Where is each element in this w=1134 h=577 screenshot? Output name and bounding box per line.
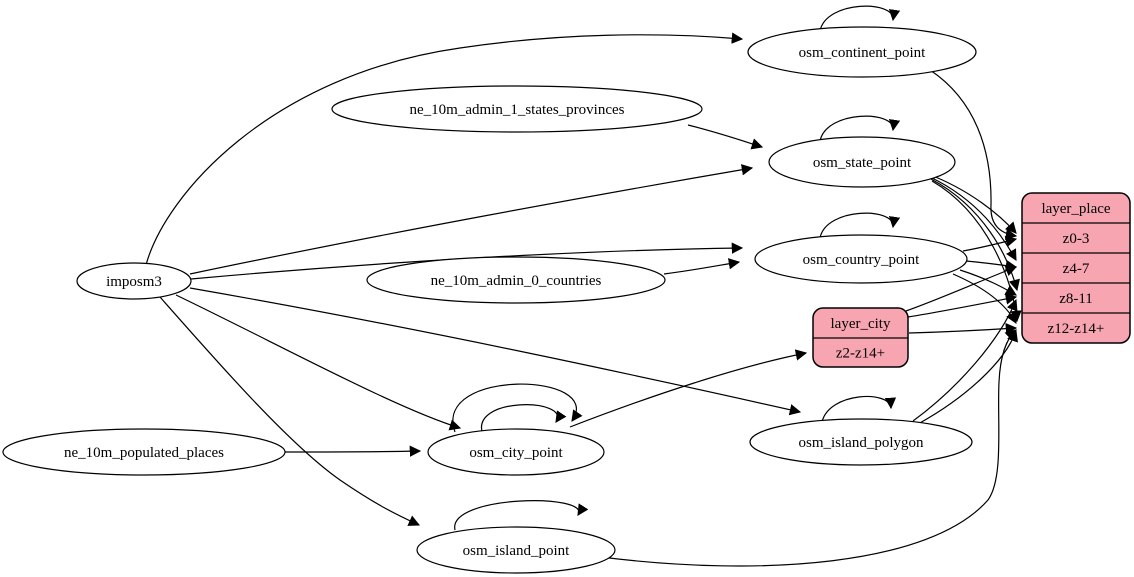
edge-imposm3-osm_island_point (159, 296, 421, 526)
nodes-layer: imposm3 ne_10m_admin_1_states_provincesne… (2, 26, 1131, 574)
node-ne_10m_admin_1_states_provinces: ne_10m_admin_1_states_provinces (331, 85, 703, 133)
edge-ne_10m_populated_places-osm_city_point (284, 445, 422, 457)
layer_place-row-z0-3: z0-3 (1063, 231, 1090, 247)
edge-ne_10m_admin_0_countries-osm_country_point (663, 258, 741, 275)
edge-layer_city-layer_place-z4-7 (905, 265, 1018, 312)
edge-osm_state_point-layer_place-z0-3 (927, 173, 1017, 234)
ne_10m_admin_1_states_provinces-label: ne_10m_admin_1_states_provinces (410, 102, 625, 118)
node-osm_island_polygon: osm_island_polygon (749, 418, 973, 466)
osm_island_polygon-ellipse (749, 418, 973, 466)
edge-imposm3-osm_city_point (175, 294, 462, 431)
layer_city-title: layer_city (831, 316, 891, 332)
osm_island_point-ellipse (416, 526, 616, 574)
layer_place-row-z8-11: z8-11 (1059, 291, 1093, 307)
edge-layer_city-layer_place-z8-11 (907, 293, 1018, 318)
node-osm_island_point: osm_island_point (416, 526, 616, 574)
osm_city_point-label: osm_city_point (469, 445, 563, 461)
osm_city_point-ellipse (427, 428, 605, 476)
edge-osm_island_polygon-layer_place-z12-z14+ (917, 329, 1018, 425)
osm_country_point-label: osm_country_point (803, 252, 920, 268)
osm_state_point-label: osm_state_point (813, 155, 912, 171)
layer_place-box (1021, 192, 1131, 344)
ne_10m_populated_places-label: ne_10m_populated_places (64, 445, 224, 461)
osm_country_point-ellipse (754, 234, 968, 284)
node-imposm3: imposm3 (76, 262, 192, 300)
edge-osm_island_polygon-osm_island_polygon-self (821, 396, 897, 423)
node-layer_place: layer_place z0-3 z4-7 z8-11 z12-z14+ (1021, 192, 1131, 344)
ne_10m_admin_1_states_provinces-ellipse (331, 85, 703, 133)
edge-osm_city_point-osm_city_point-loop2 (480, 404, 567, 436)
node-ne_10m_populated_places: ne_10m_populated_places (2, 428, 286, 476)
edge-osm_city_point-osm_city_point-loop1 (452, 383, 583, 433)
edge-osm_state_point-osm_state_point-self (819, 115, 901, 142)
osm_continent_point-label: osm_continent_point (799, 45, 926, 61)
layer_place-row-z4-7: z4-7 (1063, 261, 1090, 277)
node-osm_country_point: osm_country_point (754, 234, 968, 284)
imposm3-label: imposm3 (106, 274, 162, 290)
edge-osm_state_point-layer_place-z4-7 (929, 176, 1017, 261)
ne_10m_populated_places-ellipse (2, 428, 286, 476)
edge-imposm3-osm_continent_point (145, 32, 744, 266)
imposm3-ellipse (76, 262, 192, 300)
edge-osm_city_point-layer_city-z2-z14+ (569, 349, 808, 428)
layer_place-title: layer_place (1041, 201, 1110, 217)
osm_continent_point-ellipse (747, 26, 977, 78)
edge-osm_continent_point-layer_place-z0-3 (929, 69, 1018, 240)
edge-osm_country_point-layer_place-z12-z14+ (952, 273, 1017, 325)
edge-osm_country_point-osm_country_point-self (819, 212, 901, 239)
edge-ne_10m_admin_1_states_provinces-osm_state_point (687, 124, 764, 150)
node-osm_state_point: osm_state_point (768, 136, 956, 188)
edge-imposm3-osm_state_point (189, 164, 754, 275)
osm_island_point-label: osm_island_point (463, 543, 571, 559)
edge-imposm3-osm_island_polygon (189, 287, 802, 416)
osm_island_polygon-label: osm_island_polygon (798, 435, 924, 451)
edge-osm_island_polygon-layer_place-z8-11 (912, 298, 1018, 422)
edges-layer (145, 5, 1022, 567)
edge-osm_island_point-layer_place-z12-z14+ (600, 329, 1017, 567)
layer_place-row-z12-z14+: z12-z14+ (1048, 321, 1105, 337)
node-osm_continent_point: osm_continent_point (747, 26, 977, 78)
edge-osm_island_point-osm_island_point-self (454, 500, 589, 531)
ne_10m_admin_0_countries-label: ne_10m_admin_0_countries (431, 273, 602, 289)
edge-osm_state_point-layer_place-z8-11 (930, 178, 1020, 292)
layer_city-row-z2-z14+: z2-z14+ (836, 346, 885, 362)
node-osm_city_point: osm_city_point (427, 428, 605, 476)
edge-osm_continent_point-osm_continent_point-self (819, 5, 901, 32)
ne_10m_admin_0_countries-ellipse (366, 256, 666, 304)
node-ne_10m_admin_0_countries: ne_10m_admin_0_countries (366, 256, 666, 304)
osm_state_point-ellipse (768, 136, 956, 188)
edge-osm_country_point-layer_place-z0-3 (962, 235, 1018, 252)
edge-osm_country_point-layer_place-z8-11 (959, 269, 1017, 296)
edge-layer_city-layer_place-z12-z14+ (908, 322, 1018, 335)
node-layer_city: layer_city z2-z14+ (812, 307, 909, 368)
